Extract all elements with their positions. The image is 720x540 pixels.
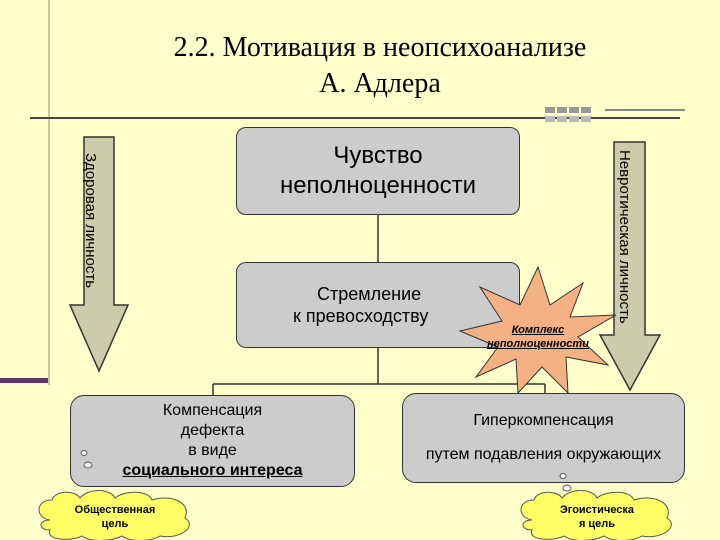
compensation-line-3: в виде <box>188 442 237 459</box>
egoistic-goal-line-2: я цель <box>578 518 616 530</box>
burst-line-1: Комплекс <box>511 324 565 336</box>
egoistic-goal-line-1: Эгоистическа <box>559 504 635 516</box>
social-goal-line-2: цель <box>101 518 129 530</box>
healthy-personality-label: Здоровая личность <box>82 153 99 289</box>
title-line-2: А. Адлера <box>319 68 441 99</box>
decorative-squares <box>545 106 695 124</box>
neurotic-personality-label: Невротическая личность <box>616 150 633 324</box>
inferiority-feeling-box: Чувство неполноценности <box>236 127 520 215</box>
inferiority-line-1: Чувство <box>333 142 423 169</box>
compensation-line-4: социального интереса <box>122 462 303 479</box>
overcompensation-line-1: Гиперкомпенсация <box>473 412 614 429</box>
burst-label: Комплекс неполноценности <box>466 323 610 351</box>
compensation-box: Компенсация дефекта в виде социального и… <box>70 395 355 487</box>
compensation-line-1: Компенсация <box>162 402 263 419</box>
left-down-arrow <box>68 136 130 373</box>
inferiority-complex-burst <box>458 265 617 395</box>
left-bubble-dots <box>80 450 93 469</box>
social-goal-label: Общественная цель <box>40 503 190 531</box>
burst-line-2: неполноценности <box>487 338 589 350</box>
striving-line-1: Стремление <box>317 284 422 304</box>
right-down-arrow <box>598 141 662 392</box>
inferiority-line-2: неполноценности <box>279 172 477 199</box>
title-line-1: 2.2. Мотивация в неопсихоанализе <box>173 32 587 63</box>
left-accent-stripe <box>0 378 48 383</box>
right-arrow-label: Невротическая личность <box>616 150 633 324</box>
overcompensation-line-2: путем подавления окружающих <box>425 446 662 463</box>
social-goal-cloud <box>38 490 190 540</box>
social-goal-line-1: Общественная <box>74 504 156 516</box>
striving-line-2: к превосходству <box>293 306 429 326</box>
overcompensation-box: Гиперкомпенсация путем подавления окружа… <box>402 393 685 483</box>
egoistic-goal-cloud <box>520 490 672 540</box>
left-accent-bar <box>0 0 50 385</box>
right-bubble-dots <box>559 473 572 492</box>
title-underline <box>30 117 680 119</box>
egoistic-goal-label: Эгоистическа я цель <box>522 503 672 531</box>
slide-title: 2.2. Мотивация в неопсихоанализе А. Адле… <box>90 30 670 102</box>
compensation-line-2: дефекта <box>180 422 245 439</box>
left-arrow-label: Здоровая личность <box>82 153 99 288</box>
